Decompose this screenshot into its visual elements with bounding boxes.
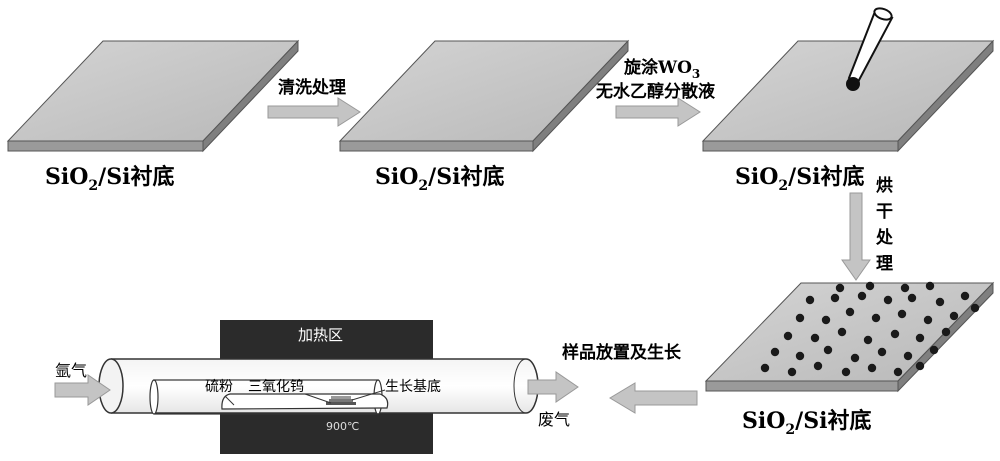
particle-dot <box>935 297 945 307</box>
temperature-label: 900℃ <box>326 420 359 433</box>
particle-dot <box>795 351 805 361</box>
growth-substrate-icon <box>326 396 356 405</box>
arrow-wash <box>267 97 361 127</box>
step-dry-char-2: 干 <box>876 202 893 222</box>
step-dry-char-4: 理 <box>876 254 893 274</box>
particle-dot <box>893 367 903 377</box>
substrate-3 <box>701 39 995 153</box>
particle-dot <box>795 313 805 323</box>
step-spin-label-1: 旋涂WO3 <box>623 57 700 81</box>
particle-dot <box>805 295 815 305</box>
particle-dot <box>941 327 951 337</box>
particle-dot <box>857 291 867 301</box>
particle-dot <box>830 293 840 303</box>
substrate-4-label: SiO2/Si衬底 <box>742 408 871 438</box>
particle-dot <box>770 347 780 357</box>
arrow-argon <box>54 374 111 406</box>
particle-dot <box>970 303 980 313</box>
particle-dot <box>883 295 893 305</box>
particle-dot <box>865 281 875 291</box>
particle-dot <box>850 353 860 363</box>
sulfur-pointer <box>224 395 235 406</box>
sulfur-label: 硫粉 <box>205 379 233 395</box>
substrate-3-label: SiO2/Si衬底 <box>735 164 864 194</box>
particle-dot <box>903 351 913 361</box>
particle-dot <box>813 361 823 371</box>
particle-dot <box>821 315 831 325</box>
particle-dot <box>841 367 851 377</box>
particle-dot <box>960 291 970 301</box>
substrate-1 <box>6 39 300 153</box>
particle-dot <box>871 313 881 323</box>
particle-dot <box>925 281 935 291</box>
particle-dot <box>845 307 855 317</box>
substrate-4 <box>704 281 995 393</box>
particle-dot <box>915 361 925 371</box>
substrate-1-label: SiO2/Si衬底 <box>45 164 174 194</box>
particle-dot <box>837 327 847 337</box>
tungsten-oxide-label: 三氧化钨 <box>248 379 304 395</box>
particle-dot <box>783 331 793 341</box>
tungsten-oxide-pointer <box>304 393 332 404</box>
particle-dot <box>915 333 925 343</box>
wo3-particles <box>760 281 980 377</box>
particle-dot <box>900 283 910 293</box>
particle-dot <box>863 335 873 345</box>
step-wash-label: 清洗处理 <box>278 77 346 98</box>
particle-dot <box>929 345 939 355</box>
particle-dot <box>897 309 907 319</box>
particle-dot <box>835 283 845 293</box>
argon-label: 氩气 <box>55 361 87 380</box>
particle-dot <box>923 315 933 325</box>
step-dry-char-3: 处 <box>875 227 894 248</box>
arrow-place <box>609 382 698 414</box>
growth-substrate-pointer <box>351 389 386 401</box>
arrow-spin-coat <box>615 97 701 127</box>
particle-dot <box>810 333 820 343</box>
substrate-2 <box>338 39 630 153</box>
step-dry-char-1: 烘 <box>876 175 893 196</box>
arrow-dry <box>841 192 871 281</box>
particle-dot <box>760 363 770 373</box>
step-spin-label-2: 无水乙醇分散液 <box>595 81 715 102</box>
arrow-exhaust <box>527 371 579 403</box>
furnace-title: 加热区 <box>298 326 343 344</box>
substrate-2-label: SiO2/Si衬底 <box>375 164 504 194</box>
growth-substrate-label: 生长基底 <box>385 378 441 395</box>
particle-dot <box>787 367 797 377</box>
particle-dot <box>823 345 833 355</box>
particle-dot <box>907 293 917 303</box>
pipette-icon <box>846 7 894 91</box>
particle-dot <box>877 347 887 357</box>
exhaust-label: 废气 <box>538 410 570 429</box>
step-place-label: 样品放置及生长 <box>562 342 682 363</box>
particle-dot <box>949 311 959 321</box>
particle-dot <box>890 329 900 339</box>
particle-dot <box>867 363 877 373</box>
